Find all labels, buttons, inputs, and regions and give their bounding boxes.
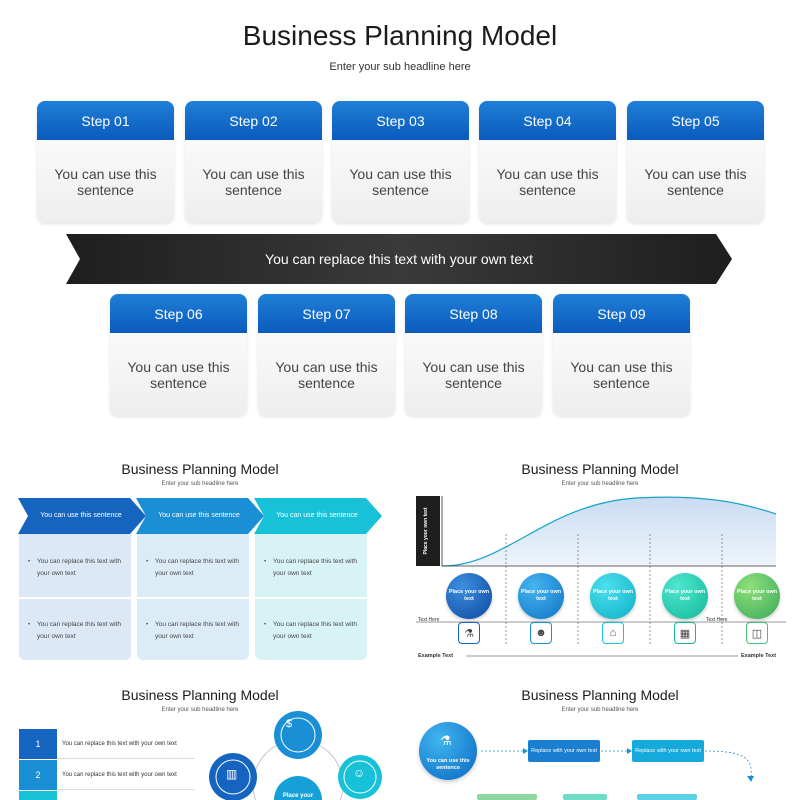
thumb1-cell: You can replace this text with your own … [19,609,131,643]
step-text: You can use this sentence [422,358,525,391]
page-subtitle: Enter your sub headline here [329,61,471,73]
step-text: You can use this sentence [275,358,378,391]
thumb4-box: Replace with your own text [632,740,704,762]
store-icon: ⌂ [602,622,624,644]
thumb3-subtitle: Enter your sub headline here [161,707,239,713]
step-card-04: Step 04 You can use this sentence [479,101,616,223]
thumb4-circle [419,722,477,780]
step-card-09: Step 09 You can use this sentence [553,294,690,416]
step-label: Step 05 [627,101,764,140]
step-label: Step 08 [405,294,542,333]
step-text: You can use this sentence [202,165,305,198]
arrow-band [66,234,732,284]
step-text: You can use this sentence [54,165,157,198]
money-gauge-icon: $ [286,718,293,730]
thumb1-divider [19,597,367,599]
step-text: You can use this sentence [496,165,599,198]
thumb2-bubble: Place your own text [590,573,636,619]
step-card-05: Step 05 You can use this sentence [627,101,764,223]
thumb2-bubble: Place your own text [662,573,708,619]
thumb3-row-text: You can replace this text with your own … [57,760,195,790]
dashboard-icon: ◫ [746,622,768,644]
thumb1-cell: You can replace this text with your own … [19,546,131,580]
thumb4-circle-text: You can use this sentence [426,758,470,771]
building-icon: ▦ [674,622,696,644]
flask-gear-icon: ⚗ [440,733,452,748]
step-label: Step 04 [479,101,616,140]
thumb1-col-head: You can use this sentence [40,512,122,519]
thumb3-row-number: 2 [19,760,57,790]
thumb1-cell: You can replace this text with your own … [137,609,249,643]
thumb2-title: Business Planning Model [521,461,679,477]
thumb2-example-left: Example Text [418,653,454,659]
thumb1-subtitle: Enter your sub headline here [161,481,239,487]
thumb4-flow [477,748,754,800]
thumb2-example-right: Example Text [741,653,777,659]
step-card-03: Step 03 You can use this sentence [332,101,469,223]
thumb4-subtitle: Enter your sub headline here [561,707,639,713]
thumb1-cell: You can replace this text with your own … [137,546,249,580]
step-card-01: Step 01 You can use this sentence [37,101,174,223]
thumb1-col-head: You can use this sentence [158,512,240,519]
thumb2-bubble: Place your own text [518,573,564,619]
step-card-06: Step 06 You can use this sentence [110,294,247,416]
thumb1-cell: You can replace this text with your own … [255,546,367,580]
thumb1-title: Business Planning Model [121,461,279,477]
page-title: Business Planning Model [242,20,558,51]
thumb1-chevrons [18,498,382,534]
step-label: Step 09 [553,294,690,333]
thumb4-box: Replace with your own text [528,740,600,762]
thumb2-text-left: Text Here [418,617,440,623]
step-text: You can use this sentence [349,165,452,198]
step-card-08: Step 08 You can use this sentence [405,294,542,416]
thumb2-bubble: Place your own text [446,573,492,619]
thumb3-row-text: You can replace this text with your own … [57,729,195,759]
thumb3-center-text: Place your [282,793,314,799]
step-label: Step 07 [258,294,395,333]
network-people-icon: ☺ [353,766,366,780]
step-label: Step 06 [110,294,247,333]
thumb2-axis-label: Place your own text [423,507,429,555]
thumb1-cell: You can replace this text with your own … [255,609,367,643]
team-people-icon: ☻ [530,622,552,644]
thumb3-row-number: 1 [19,729,57,759]
step-card-02: Step 02 You can use this sentence [185,101,322,223]
arrow-band-text: You can replace this text with your own … [265,251,533,267]
thumb2-text-right: Text Here [706,617,728,623]
step-text: You can use this sentence [127,358,230,391]
lab-flask-icon: ⚗ [458,622,480,644]
thumb4-title: Business Planning Model [521,687,679,703]
thumb3-title: Business Planning Model [121,687,279,703]
step-card-07: Step 07 You can use this sentence [258,294,395,416]
thumb1-col-head: You can use this sentence [276,512,358,519]
step-label: Step 03 [332,101,469,140]
thumb3-cycle [209,711,382,800]
thumb2-subtitle: Enter your sub headline here [561,481,639,487]
thumb2-bubble: Place your own text [734,573,780,619]
thumb2-axis-label-bar [416,496,440,566]
step-text: You can use this sentence [570,358,673,391]
coins-bar-icon: ▥ [226,767,238,781]
step-label: Step 01 [37,101,174,140]
step-label: Step 02 [185,101,322,140]
thumb3-row-number-partial [19,791,57,800]
step-text: You can use this sentence [644,165,747,198]
